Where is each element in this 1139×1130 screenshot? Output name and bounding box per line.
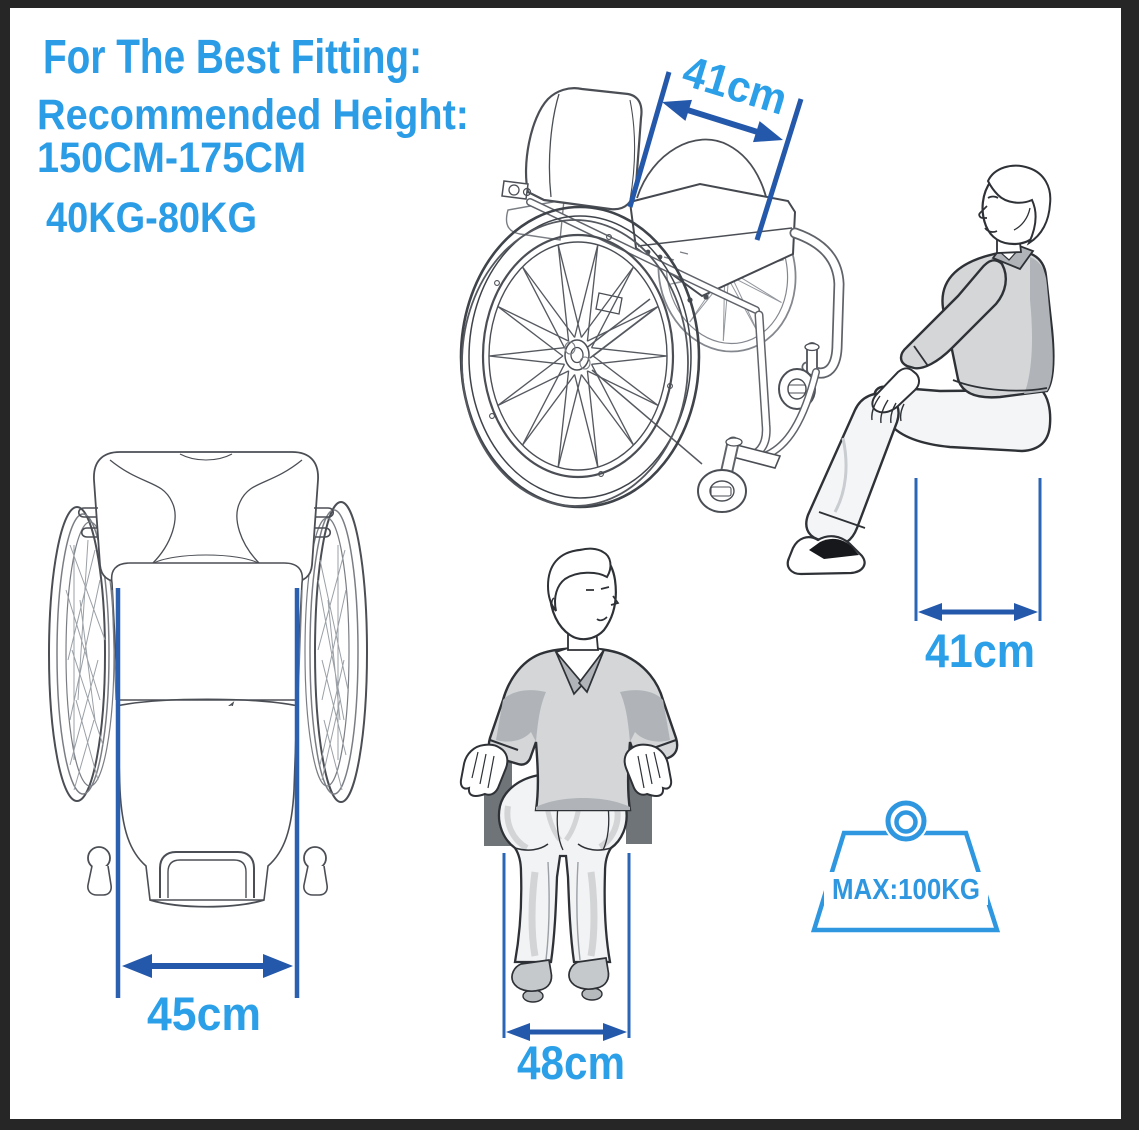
- svg-text:Recommended Height:: Recommended Height:: [37, 91, 469, 139]
- svg-text:45cm: 45cm: [147, 987, 261, 1040]
- svg-text:For The Best Fitting:: For The Best Fitting:: [43, 31, 422, 84]
- svg-text:41cm: 41cm: [925, 624, 1035, 677]
- svg-text:150CM-175CM: 150CM-175CM: [37, 134, 306, 182]
- svg-text:48cm: 48cm: [517, 1036, 625, 1089]
- svg-text:MAX:100KG: MAX:100KG: [832, 874, 980, 906]
- svg-text:40KG-80KG: 40KG-80KG: [46, 194, 257, 242]
